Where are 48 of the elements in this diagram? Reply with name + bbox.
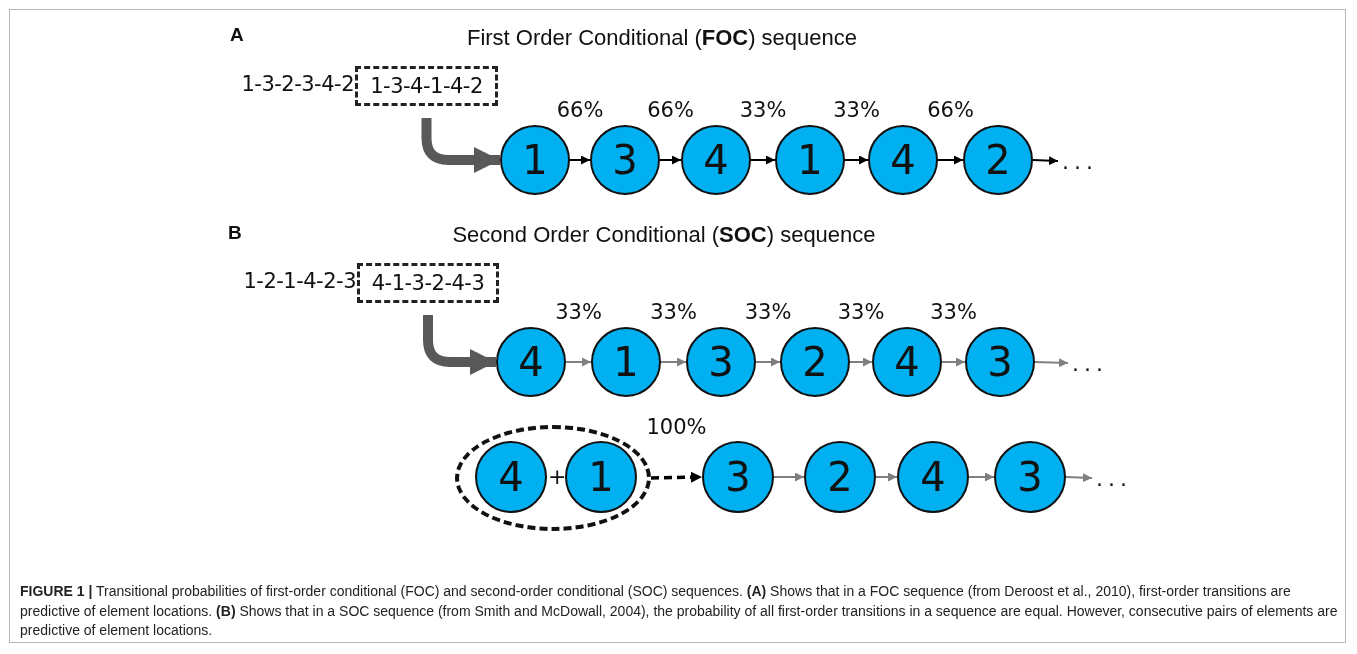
arrow — [773, 472, 805, 482]
numbered-circle: 4 — [475, 441, 547, 513]
arrow — [844, 155, 869, 165]
text-label: A — [230, 24, 244, 46]
arrow — [750, 155, 776, 165]
dashed-sequence-box: 4-1-3-2-4-3 — [357, 263, 499, 303]
arrow — [937, 155, 964, 165]
text-label: B — [228, 222, 242, 244]
arrow — [660, 357, 687, 367]
arrow — [875, 472, 898, 482]
numbered-circle: 4 — [496, 327, 566, 397]
numbered-circle: 3 — [590, 125, 660, 195]
numbered-circle: 4 — [868, 125, 938, 195]
numbered-circle: 3 — [994, 441, 1066, 513]
sequence-text: 1-3-2-3-4-2 — [241, 72, 354, 96]
numbered-circle: 2 — [780, 327, 850, 397]
numbered-circle: 1 — [565, 441, 637, 513]
arrow — [968, 472, 995, 482]
numbered-circle: 2 — [804, 441, 876, 513]
ellipsis-text: ... — [1092, 465, 1136, 491]
arrow — [1032, 156, 1059, 166]
arrow — [849, 357, 873, 367]
arrow — [755, 357, 781, 367]
numbered-circle: 4 — [681, 125, 751, 195]
arrow — [569, 155, 591, 165]
numbered-circle: 3 — [965, 327, 1035, 397]
numbered-circle: 4 — [872, 327, 942, 397]
text-label: Second Order Conditional (SOC) sequence — [452, 222, 876, 248]
numbered-circle: 2 — [963, 125, 1033, 195]
arrow — [941, 357, 966, 367]
arrow — [565, 357, 592, 367]
text-label: First Order Conditional (FOC) sequence — [466, 25, 858, 51]
numbered-circle: 4 — [897, 441, 969, 513]
text-label: + — [548, 464, 567, 489]
figure-caption: FIGURE 1 | Transitional probabilities of first-order conditional (FOC) and second-order conditional (SOC) sequences. (A) Shows that in a FOC sequence (from Deroost et al., 2010), first-order transitions are predictive of element locations. (B) Shows that in a SOC sequence (from Smith and McDowall, 2004), the probability of all first-order transitions in a sequence are equal. However, consecutive pairs of elements are predictive of element locations. — [20, 582, 1338, 641]
numbered-circle: 3 — [686, 327, 756, 397]
numbered-circle: 1 — [591, 327, 661, 397]
arrow — [650, 471, 703, 483]
numbered-circle: 1 — [500, 125, 570, 195]
arrow — [1065, 473, 1093, 483]
numbered-circle: 3 — [702, 441, 774, 513]
ellipsis-text: ... — [1058, 148, 1102, 174]
dashed-sequence-box: 1-3-4-1-4-2 — [355, 66, 498, 106]
ellipsis-text: ... — [1068, 350, 1112, 376]
arrow — [659, 155, 682, 165]
arrow — [1034, 358, 1069, 368]
numbered-circle: 1 — [775, 125, 845, 195]
sequence-text: 1-2-1-4-2-3 — [243, 269, 356, 293]
